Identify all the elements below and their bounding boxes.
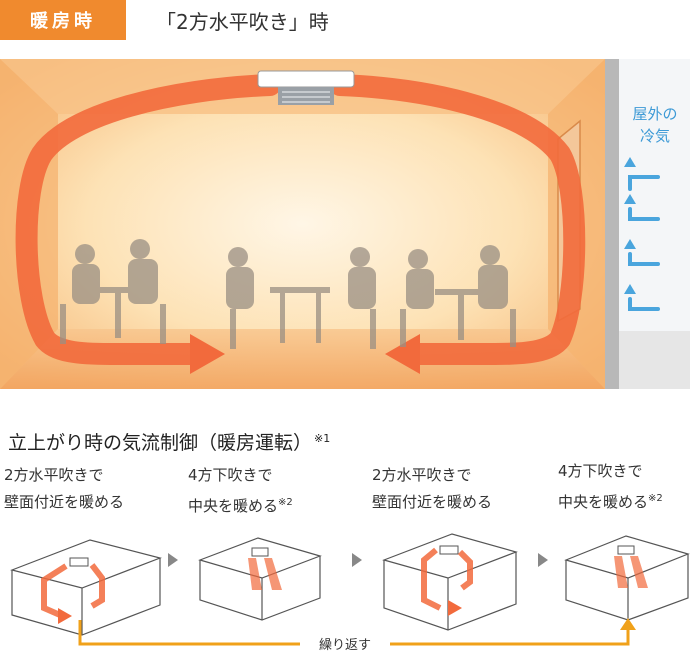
sequence-title-note: ※1 — [314, 431, 331, 445]
step-2-box — [198, 537, 322, 621]
step-4-flow — [614, 556, 648, 588]
cold-air-arrows — [628, 175, 660, 311]
step-2-line2: 中央を暖める — [188, 497, 279, 515]
repeat-arrowhead — [620, 618, 636, 630]
people-silhouettes — [60, 239, 516, 349]
step-3-line2: 壁面付近を暖める — [372, 493, 493, 511]
step-2-flow — [248, 558, 282, 590]
step-1-arrowhead — [58, 608, 72, 624]
next-step-arrow-1 — [168, 553, 178, 567]
step-1-flow-left — [41, 563, 68, 618]
warm-flow-arrowhead-left — [190, 334, 225, 374]
step-3-line1: 2方水平吹きで — [372, 466, 472, 484]
step-label-4: 4方下吹きで 中央を暖める※2 — [558, 458, 663, 516]
outside-cold-air-label: 屋外の 冷気 — [620, 103, 690, 147]
sequence-title-text: 立上がり時の気流制御（暖房運転） — [8, 432, 313, 454]
step-4-unit — [617, 545, 635, 555]
step-2-line1: 4方下吹きで — [188, 466, 273, 484]
outside-air-line1: 屋外の — [632, 105, 678, 123]
ceiling-cassette-unit — [257, 70, 355, 88]
step-4-line1: 4方下吹きで — [558, 462, 643, 480]
step-3-arrowhead — [448, 600, 462, 616]
next-step-arrow-2 — [352, 553, 362, 567]
sequence-title: 立上がり時の気流制御（暖房運転）※1 — [8, 428, 330, 455]
heating-mode-tag: 暖房時 — [0, 0, 126, 40]
outside-air-line2: 冷気 — [639, 127, 670, 145]
step-2-note: ※2 — [278, 497, 293, 508]
heating-mode-label: 暖房時 — [30, 11, 96, 32]
step-label-1: 2方水平吹きで 壁面付近を暖める — [4, 462, 124, 516]
warm-flow-arrowhead-right — [385, 334, 420, 374]
room-illustration — [0, 59, 690, 389]
sequence-diagrams — [10, 533, 690, 646]
warm-airflow-loop-right — [329, 74, 586, 365]
step-4-line2: 中央を暖める — [558, 493, 649, 511]
step-1-box — [10, 539, 162, 636]
step-label-3: 2方水平吹きで 壁面付近を暖める — [372, 462, 492, 516]
step-3-flow — [421, 547, 442, 611]
outside-ground — [619, 331, 690, 389]
step-1-flow — [89, 563, 105, 609]
step-label-2: 4方下吹きで 中央を暖める※2 — [188, 462, 293, 520]
repeat-label: 繰り返す — [300, 634, 390, 653]
step-3-unit — [439, 545, 459, 555]
step-2-unit — [251, 547, 269, 557]
cold-air-arrowheads — [624, 157, 636, 294]
subtitle: 「2方水平吹き」時 — [156, 10, 329, 34]
step-4-note: ※2 — [648, 493, 663, 504]
exterior-wall — [605, 59, 619, 389]
step-3-flow-right — [457, 549, 473, 591]
step-1-line1: 2方水平吹きで — [4, 466, 104, 484]
step-1-line2: 壁面付近を暖める — [4, 493, 125, 511]
warm-airflow-loop — [15, 74, 281, 365]
next-step-arrow-3 — [538, 553, 548, 567]
step-1-unit — [69, 557, 89, 567]
